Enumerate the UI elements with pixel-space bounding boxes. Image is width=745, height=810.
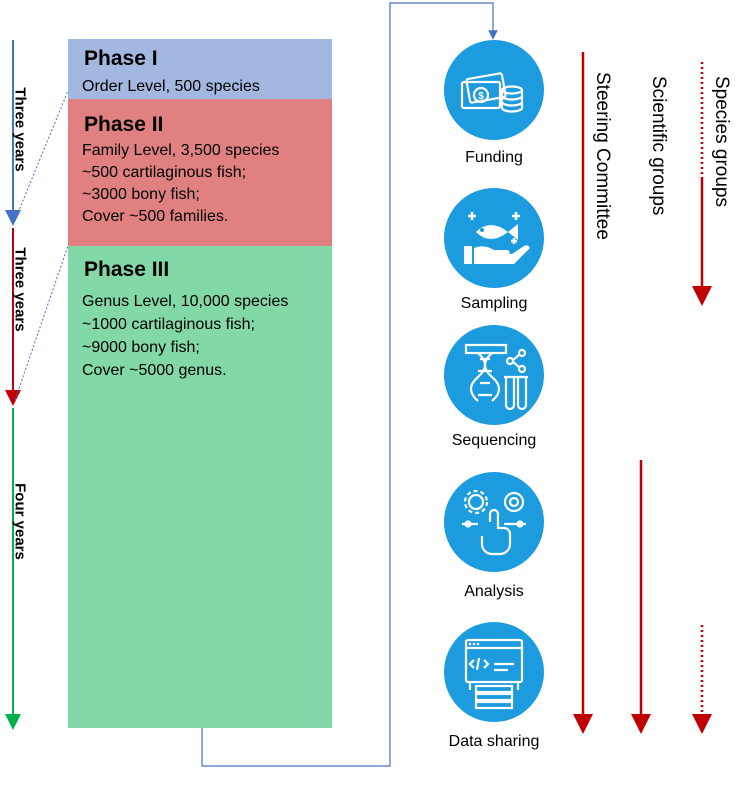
phase-2-title: Phase II — [84, 113, 164, 136]
dna-tubes-icon — [444, 325, 544, 425]
step-label-analysis: Analysis — [464, 583, 524, 600]
phase-2-line: ~3000 bony fish; — [82, 186, 200, 203]
fish-hand-icon — [444, 188, 544, 288]
species-groups-label: Species groups — [711, 76, 732, 207]
steering-committee-label: Steering Committee — [592, 72, 613, 240]
money-icon: $ — [444, 40, 544, 140]
step-label-sequencing: Sequencing — [451, 432, 537, 449]
phase-1-title: Phase I — [84, 47, 158, 70]
timeline-label-2: Three years — [11, 247, 29, 332]
code-monitor-icon — [444, 622, 544, 722]
connector-line — [201, 2, 498, 767]
phase-3-title: Phase III — [84, 258, 170, 281]
dotted-link-1 — [14, 85, 71, 221]
phase-1-line: Order Level, 500 species — [82, 78, 260, 95]
phase-2-line: Cover ~500 families. — [82, 208, 229, 225]
phase-3-line: Cover ~5000 genus. — [82, 362, 227, 379]
gear-hand-icon — [444, 472, 544, 572]
phase-3-line: ~1000 cartilaginous fish; — [82, 316, 255, 333]
phase-1-box: Phase I Order Level, 500 species — [68, 39, 332, 99]
step-label-data-sharing: Data sharing — [448, 733, 540, 750]
step-label-funding: Funding — [465, 149, 523, 166]
phase-3-line: ~9000 bony fish; — [82, 339, 200, 356]
timeline-label-3: Four years — [11, 483, 29, 560]
step-label-sampling: Sampling — [460, 295, 528, 312]
svg-text:$: $ — [478, 91, 484, 102]
phase-2-line: ~500 cartilaginous fish; — [82, 164, 247, 181]
phase-2-line: Family Level, 3,500 species — [82, 142, 280, 159]
scientific-groups-label: Scientific groups — [648, 76, 669, 216]
phase-2-box: Phase II Family Level, 3,500 species ~50… — [68, 99, 332, 246]
timeline-label-1: Three years — [11, 87, 29, 172]
dotted-link-2 — [14, 239, 71, 401]
phase-3-box: Phase III Genus Level, 10,000 species ~1… — [68, 246, 332, 728]
phase-3-line: Genus Level, 10,000 species — [82, 293, 289, 310]
